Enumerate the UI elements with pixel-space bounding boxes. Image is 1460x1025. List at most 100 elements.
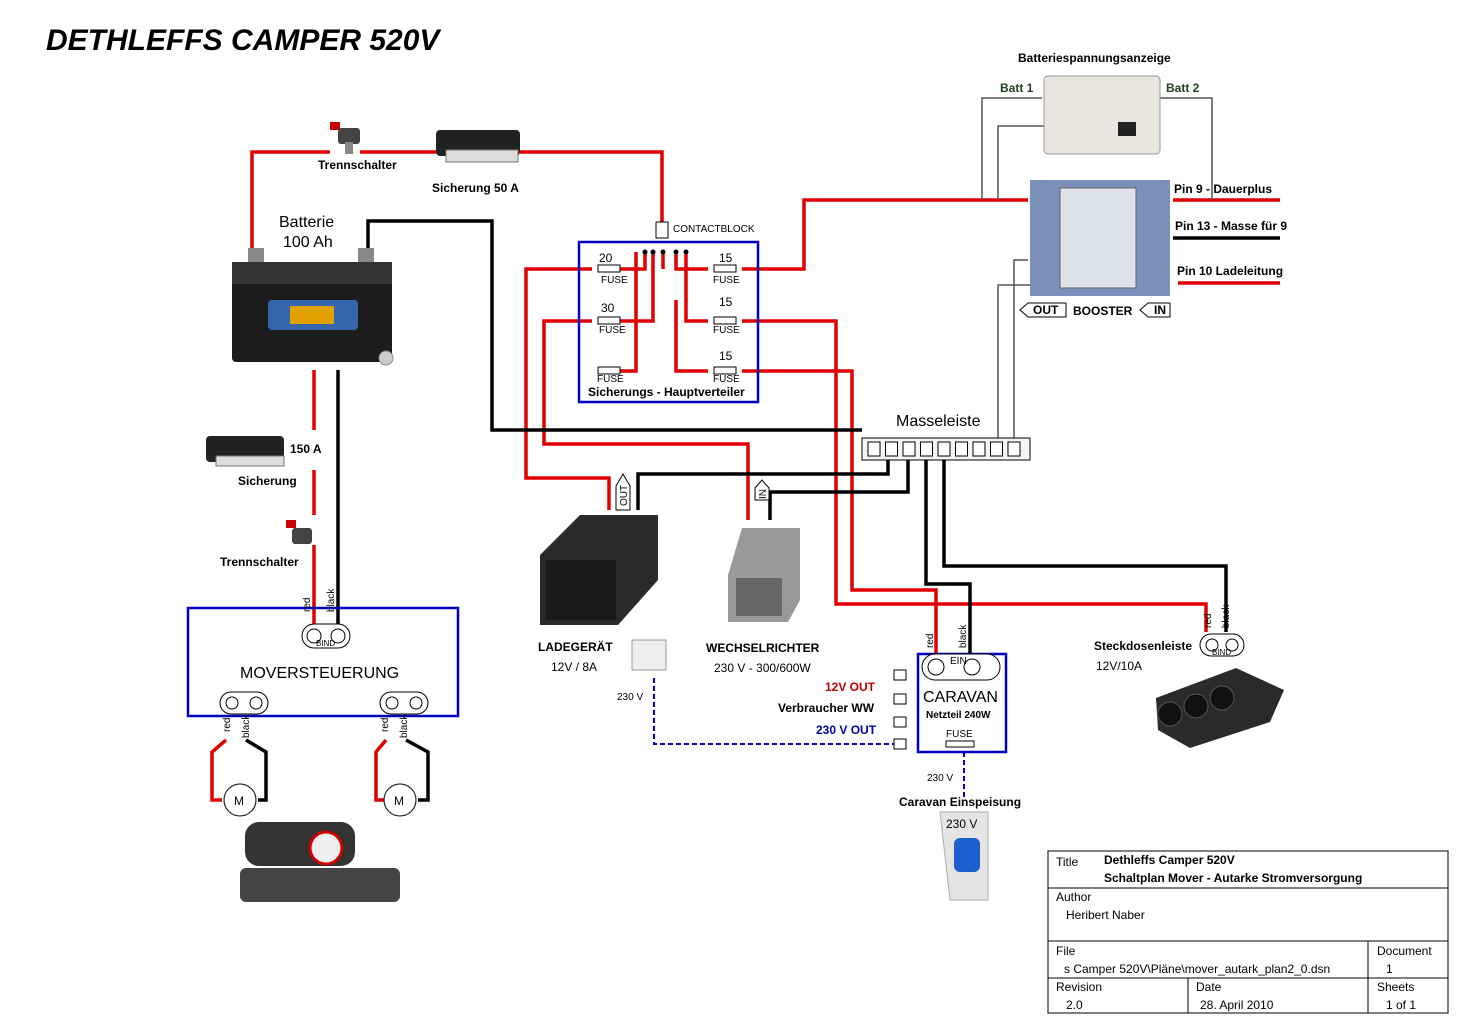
pin9-label: Pin 9 - Dauerplus [1174,182,1272,196]
tb-author-label: Author [1056,890,1091,904]
caravan-fuse-icon [945,740,975,748]
fuse-150a-icon [206,436,285,467]
wechselrichter-label: WECHSELRICHTER [706,641,820,655]
plus-wires [210,150,1280,802]
caravan-red-label: red [925,634,936,648]
ladegeraet-out-tag [615,473,631,511]
voltage-display-icon [1043,75,1161,155]
wechselrichter-in-tag [754,479,770,501]
motor-icons [223,783,417,817]
fuse-label-5: FUSE [713,325,740,336]
booster-in-tag [1139,302,1171,318]
masseleiste-terminal [990,441,1003,457]
masseleiste-terminal [955,441,968,457]
masseleiste-terminal [937,441,951,457]
ladegeraet-label: LADEGERÄT [538,639,613,654]
caravan-ein-connector [921,653,1001,681]
pin13-label: Pin 13 - Masse für 9 [1175,219,1287,233]
wechselrichter-spec: 230 V - 300/600W [714,661,811,675]
ladegeraet-out-label: OUT [619,485,630,506]
tb-file: s Camper 520V\Pläne\mover_autark_plan2_0… [1064,962,1330,976]
mover-red-label: red [302,598,313,612]
steckdosenleiste-spec: 12V/10A [1096,659,1142,673]
fuse-15a-value: 15 [719,251,733,265]
steckdosenleiste-label: Steckdosenleiste [1094,639,1192,653]
trennschalter-bottom-label: Trennschalter [220,555,299,569]
socket-strip-icon [1156,668,1284,748]
out-12v-label: 12V OUT [825,680,876,694]
ladegeraet-spec: 12V / 8A [551,660,597,674]
masseleiste-terminal [902,441,916,457]
booster-out-tag [1019,302,1067,318]
tb-sheets: 1 of 1 [1386,998,1416,1012]
cee-inlet-icon [939,811,989,901]
masseleiste-terminal [920,441,933,457]
wechselrichter-icon [728,528,800,622]
fuse-label-6: FUSE [713,374,740,385]
switch-top-icon [330,122,360,154]
ground-wires [245,219,1280,802]
fuse-15b-value: 15 [719,295,733,309]
netzteil-label: Netzteil 240W [926,710,991,721]
hauptverteiler-box [577,240,760,404]
battery-label: Batterie [279,214,334,231]
diagram-title: DETHLEFFS CAMPER 520V [46,24,442,57]
masseleiste-terminal [867,441,881,457]
verbraucher-label: Verbraucher WW [778,701,875,715]
cee-230v-label: 230 V [946,817,977,831]
tb-date-label: Date [1196,980,1222,994]
title-block [1047,850,1449,1014]
mover-drive-icon [240,822,400,902]
tb-date: 28. April 2010 [1200,998,1274,1012]
caravan-fuse-label: FUSE [946,729,973,740]
moversteuerung-label: MOVERSTEUERUNG [240,665,399,682]
motor1-label: M [234,794,244,808]
mover-black-label: black [326,588,337,612]
steckdosen-red-label: red [1203,614,1214,628]
booster-out-label: OUT [1033,303,1059,317]
tb-title-label: Title [1056,855,1079,869]
socket-230v-label: 230 V [617,692,643,703]
motor2-black-label: black [399,714,410,738]
tb-sheets-label: Sheets [1377,980,1414,994]
booster-icon [1030,180,1170,296]
fuse-30-value: 30 [601,301,615,315]
battery-capacity: 100 Ah [283,234,333,251]
motor2-red-label: red [380,718,391,732]
tb-author: Heribert Naber [1066,908,1145,922]
mover-bind-connector [301,623,351,649]
fuse-20-value: 20 [599,251,613,265]
voltage-display-button [1118,122,1136,136]
trennschalter-top-label: Trennschalter [318,158,397,172]
caravan-einspeisung-label: Caravan Einspeisung [899,795,1021,809]
mover-bind-label: BIND [316,639,335,648]
caravan-black-label: black [958,624,969,648]
fuse-15c-value: 15 [719,349,733,363]
masseleiste-terminal [972,441,986,457]
tb-title-line1: Dethleffs Camper 520V [1104,853,1235,867]
fuse-150a-label: 150 A [290,442,322,456]
masseleiste-label: Masseleiste [896,413,981,430]
fuse-label-2: FUSE [599,325,626,336]
hauptverteiler-label: Sicherungs - Hauptverteiler [588,385,745,399]
tb-document: 1 [1386,962,1393,976]
socket-icon [631,639,667,671]
motor1-black-label: black [241,714,252,738]
motor-connectors [219,691,429,715]
tb-title-line2: Schaltplan Mover - Autarke Stromversorgu… [1104,871,1362,885]
steckdosen-black-label: black [1221,604,1232,628]
fuse-label-3: FUSE [597,374,624,385]
booster-in-label: IN [1154,303,1166,317]
fuse-50a-icon [436,130,520,163]
steckdosenleiste-connector [1199,633,1245,657]
switch-bottom-icon [286,520,312,544]
pin10-label: Pin 10 Ladeleitung [1177,264,1283,278]
tb-file-label: File [1056,944,1076,958]
tb-document-label: Document [1377,944,1432,958]
wechselrichter-in-label: IN [758,489,769,499]
caravan-label: CARAVAN [923,689,998,706]
ac-line-1 [653,678,898,745]
tb-revision-label: Revision [1056,980,1102,994]
caravan-ein-label: EIN [950,656,967,667]
